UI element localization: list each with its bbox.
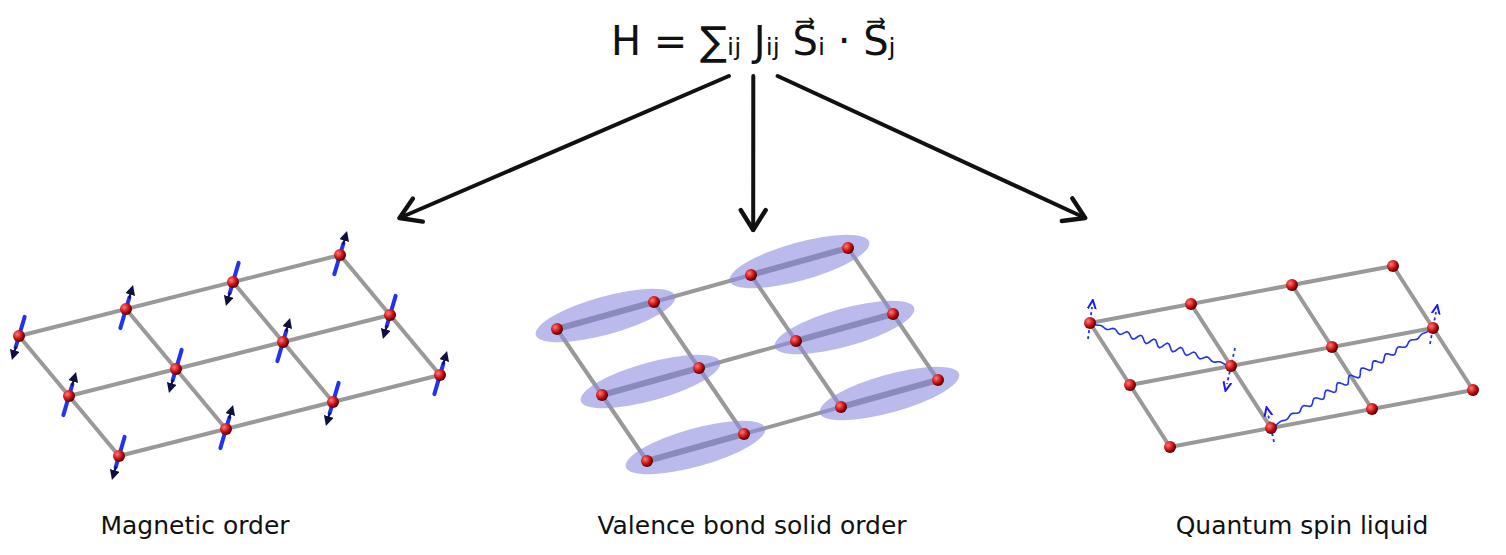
lattice-site xyxy=(596,389,608,401)
lattice-site xyxy=(932,374,944,386)
lattice-bond xyxy=(1090,323,1170,447)
lattice-site xyxy=(648,296,660,308)
spin-arrowhead xyxy=(343,236,346,245)
singlet-bond xyxy=(621,410,771,485)
spin-arrowhead xyxy=(443,356,446,365)
singlet-bond xyxy=(815,356,965,431)
spin-arrowhead xyxy=(384,326,387,335)
singlet-bond xyxy=(531,278,681,353)
lattice-site xyxy=(1084,317,1096,329)
lattice-bond xyxy=(69,315,390,396)
phase-caption: Magnetic order xyxy=(100,511,289,540)
spin-arrowhead xyxy=(170,380,173,389)
lattice-site xyxy=(113,450,125,462)
spin-arrowhead xyxy=(227,293,230,302)
lattice-bond xyxy=(1191,304,1271,428)
lattice-site xyxy=(434,369,446,381)
phase-panel: Quantum spin liquid xyxy=(1030,218,1506,540)
lattice-site xyxy=(1326,341,1338,353)
lattice-site xyxy=(170,363,182,375)
lattice-site xyxy=(1387,260,1399,272)
singlet-bond xyxy=(725,224,875,299)
lattice-site xyxy=(384,309,396,321)
lattice-site xyxy=(277,336,289,348)
lattice-site xyxy=(693,362,705,374)
formula-text: H = ∑ᵢⱼ Jᵢⱼ S⃗ᵢ · S⃗ⱼ xyxy=(601,12,906,70)
lattice-bond xyxy=(1393,266,1473,390)
lattice-bond xyxy=(340,255,440,375)
lattice-site xyxy=(641,455,653,467)
lattice-site xyxy=(334,249,346,261)
lattice-site xyxy=(1427,322,1439,334)
lattice-site xyxy=(745,269,757,281)
lattice-site xyxy=(1185,298,1197,310)
flow-arrow xyxy=(751,76,755,230)
lattice-bond xyxy=(1090,266,1393,323)
phase-caption: Quantum spin liquid xyxy=(1176,511,1429,540)
lattice-site xyxy=(1225,360,1237,372)
lattice-site xyxy=(1366,403,1378,415)
lattice-site xyxy=(1265,422,1277,434)
entanglement-line xyxy=(1271,328,1433,428)
flow-arrow xyxy=(400,76,729,218)
hamiltonian-formula: H = ∑ᵢⱼ Jᵢⱼ S⃗ᵢ · S⃗ⱼ xyxy=(601,12,906,70)
flow-arrow xyxy=(778,76,1086,218)
lattice-site xyxy=(551,323,563,335)
lattice-site xyxy=(835,401,847,413)
lattice-site xyxy=(13,330,25,342)
phase-caption: Valence bond solid order xyxy=(597,511,906,540)
lattice-site xyxy=(1124,379,1136,391)
lattice-site xyxy=(63,390,75,402)
lattice-site xyxy=(327,396,339,408)
phase-panel: Valence bond solid order xyxy=(520,230,980,540)
lattice-site xyxy=(227,276,239,288)
lattice-bond xyxy=(19,255,340,336)
lattice-site xyxy=(1467,384,1479,396)
spin-arrowhead xyxy=(13,347,16,356)
lattice-site xyxy=(842,242,854,254)
lattice-bond xyxy=(1292,285,1372,409)
spin-arrowhead xyxy=(229,410,232,419)
lattice-site xyxy=(887,308,899,320)
spin-arrowhead xyxy=(286,323,289,332)
singlet-bond xyxy=(576,344,726,419)
spin-arrowhead xyxy=(72,377,75,386)
lattice-bond xyxy=(126,309,226,429)
lattice-site xyxy=(1286,279,1298,291)
lattice-bond xyxy=(19,336,119,456)
singlet-bond xyxy=(770,290,920,365)
lattice-bond xyxy=(119,375,440,456)
lattice-bond xyxy=(233,282,333,402)
lattice-site xyxy=(1164,441,1176,453)
entanglement-line xyxy=(1090,323,1231,366)
lattice-site xyxy=(738,428,750,440)
phase-panel: Magnetic order xyxy=(0,218,470,540)
lattice-site xyxy=(220,423,232,435)
lattice-bond xyxy=(1130,328,1433,385)
spin-arrowhead xyxy=(327,413,330,422)
lattice-site xyxy=(790,335,802,347)
lattice-bond xyxy=(1170,390,1473,447)
spin-arrowhead xyxy=(113,467,116,476)
lattice-site xyxy=(120,303,132,315)
spin-arrowhead xyxy=(129,290,132,299)
